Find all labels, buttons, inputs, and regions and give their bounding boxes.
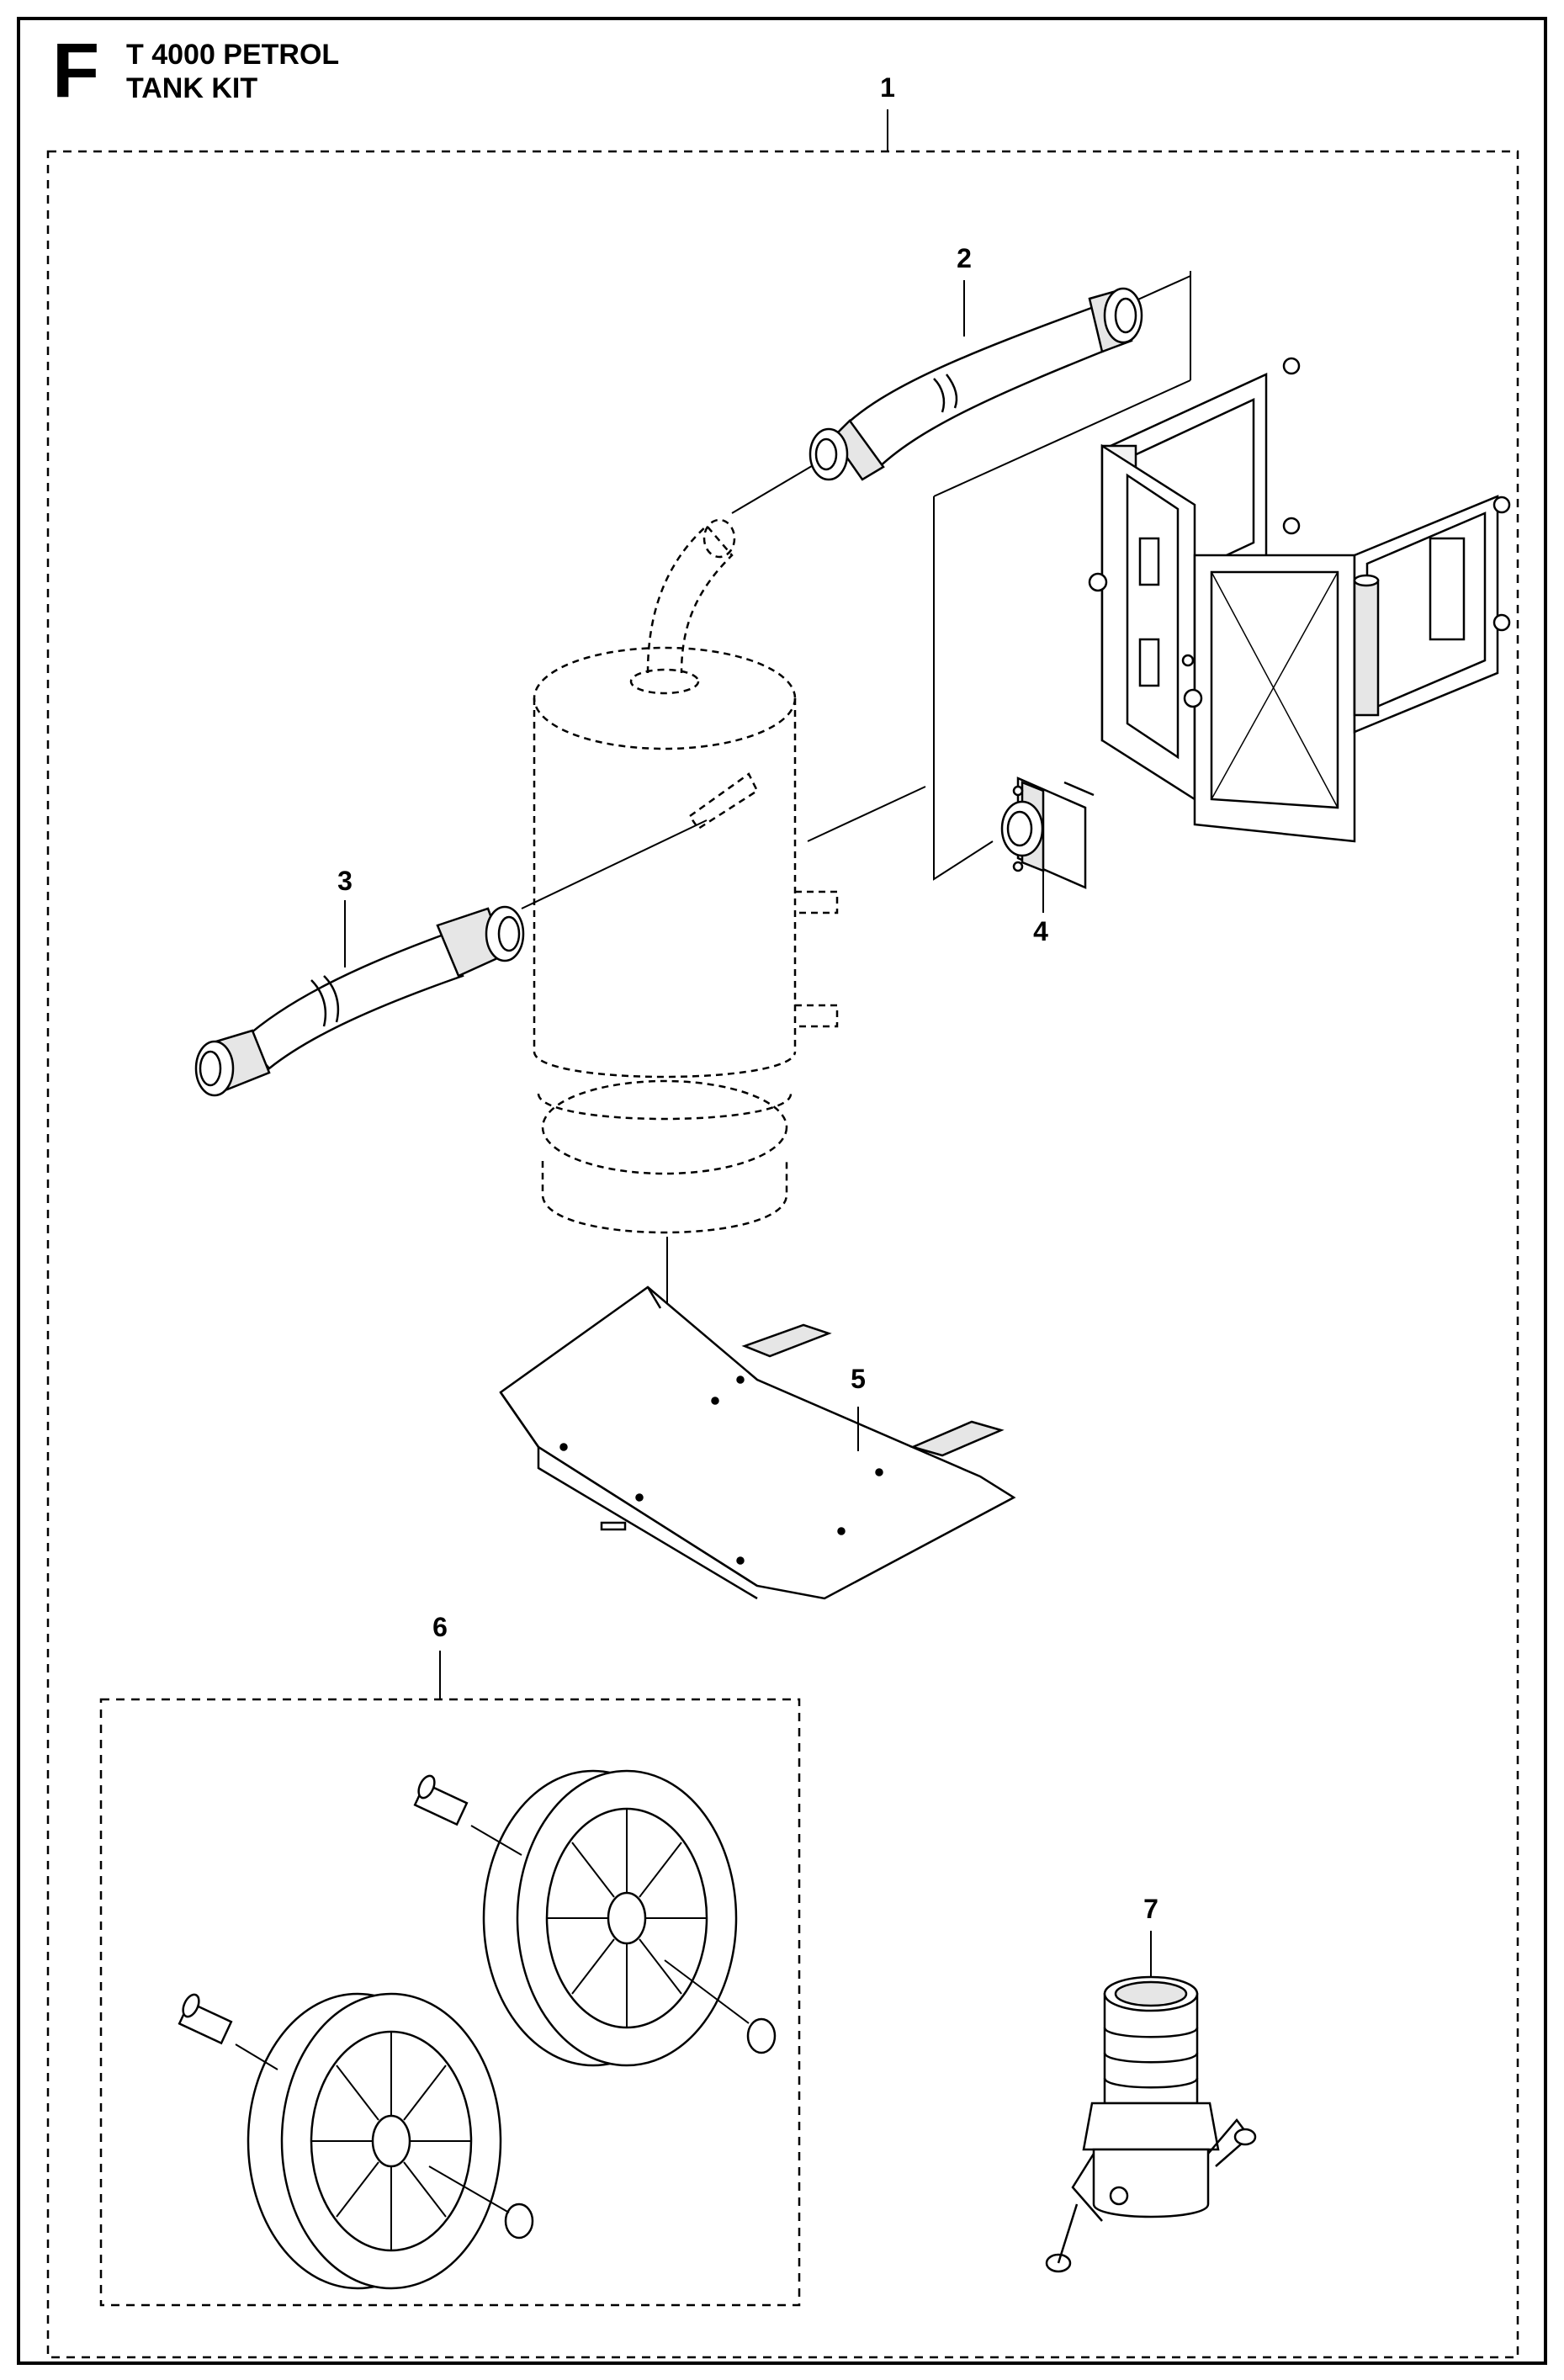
callout-2: 2 — [957, 243, 972, 337]
callout-1-label: 1 — [880, 72, 895, 103]
group-box-wheel-kit — [99, 1698, 801, 2307]
fuel-hose-icon — [194, 905, 525, 1097]
callout-2-label: 2 — [957, 243, 972, 273]
callout-3: 3 — [337, 866, 353, 967]
diagram-title-line1: T 4000 PETROL — [126, 39, 340, 71]
callout-1: 1 — [880, 72, 895, 151]
callout-6: 6 — [432, 1612, 448, 1699]
group-box-main — [46, 150, 1519, 2359]
mounting-frame — [933, 357, 1511, 881]
callout-5-label: 5 — [851, 1364, 866, 1394]
callout-4-label: 4 — [1033, 916, 1048, 946]
callout-7-label: 7 — [1143, 1894, 1158, 1924]
wheel-kit-icon — [178, 1769, 777, 2290]
assembly-axis-line-3 — [807, 786, 926, 842]
tank-base-plate-icon — [499, 1285, 1016, 1600]
camlock-coupling-icon — [1045, 1975, 1257, 2273]
callout-7: 7 — [1143, 1894, 1158, 1981]
hose-connector-bracket-icon — [1000, 777, 1095, 889]
fuel-hose-icon — [731, 271, 1191, 514]
callout-6-label: 6 — [432, 1612, 448, 1642]
diagram-title-line2: TANK KIT — [126, 72, 258, 104]
page-border — [17, 17, 1547, 2365]
callout-4: 4 — [1033, 867, 1048, 946]
fuel-tank-phantom — [533, 518, 839, 1234]
callout-5: 5 — [851, 1364, 866, 1451]
callout-3-label: 3 — [337, 866, 353, 896]
assembly-axis-line-2 — [521, 819, 708, 909]
section-letter: F — [52, 28, 100, 114]
